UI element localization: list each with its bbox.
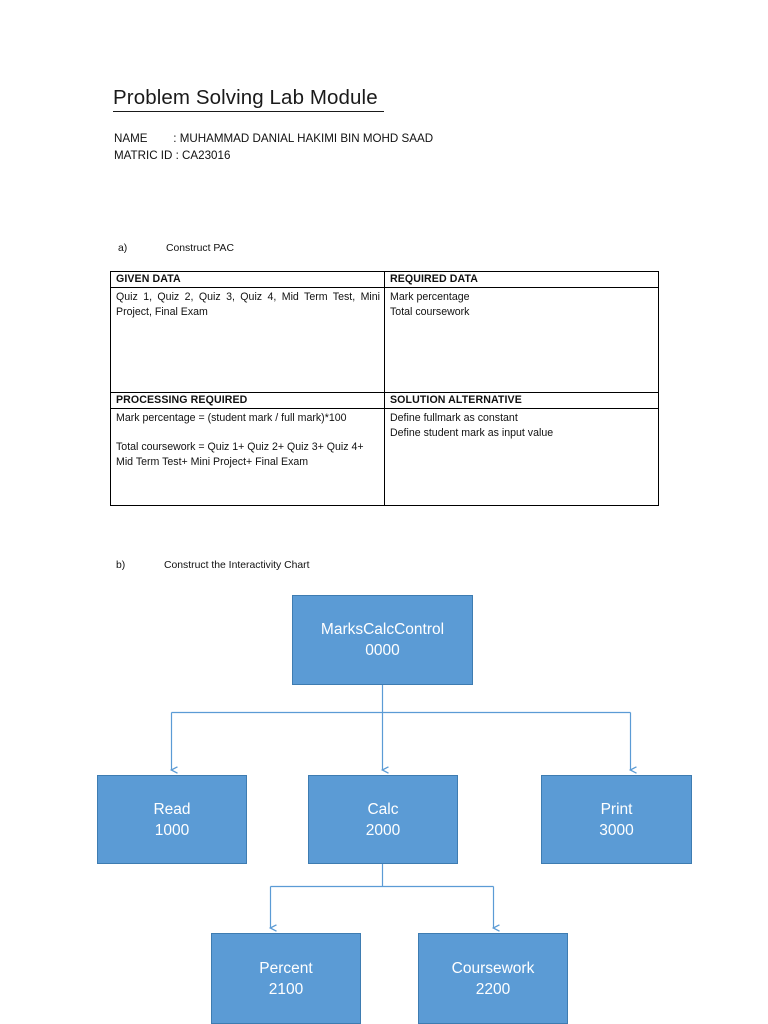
node-print-name: Print xyxy=(600,800,633,818)
processing-required-line-1: Mark percentage = (student mark / full m… xyxy=(116,412,347,424)
node-coursework[interactable]: Coursework 2200 xyxy=(418,933,568,1024)
given-data-body: Quiz 1, Quiz 2, Quiz 3, Quiz 4, Mid Term… xyxy=(116,291,380,318)
given-data-cell: Quiz 1, Quiz 2, Quiz 3, Quiz 4, Mid Term… xyxy=(110,287,385,393)
node-percent-name: Percent xyxy=(259,959,313,977)
node-percent[interactable]: Percent 2100 xyxy=(211,933,361,1024)
processing-required-header: PROCESSING REQUIRED xyxy=(110,392,385,409)
section-a-label: a) Construct PAC xyxy=(118,243,234,254)
page-title-text: Problem Solving Lab Module xyxy=(113,86,384,112)
section-b-label: b) Construct the Interactivity Chart xyxy=(116,560,310,571)
node-markscalccontrol-code: 0000 xyxy=(365,642,400,659)
solution-alternative-line-1: Define fullmark as constant xyxy=(390,412,518,424)
processing-required-line-2: Total coursework = Quiz 1+ Quiz 2+ Quiz … xyxy=(116,441,364,468)
solution-alternative-line-2: Define student mark as input value xyxy=(390,426,554,439)
solution-alternative-cell: Define fullmark as constant Define stude… xyxy=(384,408,659,506)
table-row: GIVEN DATA REQUIRED DATA xyxy=(110,271,659,288)
processing-required-cell: Mark percentage = (student mark / full m… xyxy=(110,408,385,506)
student-info-block: NAME : MUHAMMAD DANIAL HAKIMI BIN MOHD S… xyxy=(114,131,433,164)
node-coursework-name: Coursework xyxy=(451,959,535,977)
table-row: PROCESSING REQUIRED SOLUTION ALTERNATIVE xyxy=(110,392,659,409)
section-b-marker: b) xyxy=(116,560,126,571)
table-row: Mark percentage = (student mark / full m… xyxy=(110,408,659,506)
required-data-header: REQUIRED DATA xyxy=(384,271,659,288)
section-a-marker: a) xyxy=(118,243,128,254)
student-name-line: NAME : MUHAMMAD DANIAL HAKIMI BIN MOHD S… xyxy=(114,132,434,145)
node-markscalccontrol[interactable]: MarksCalcControl 0000 xyxy=(292,595,473,685)
node-calc-code: 2000 xyxy=(365,821,401,839)
node-print[interactable]: Print 3000 xyxy=(541,775,692,864)
node-percent-code: 2100 xyxy=(268,980,304,998)
pac-table: GIVEN DATA REQUIRED DATA Quiz 1, Quiz 2,… xyxy=(110,271,659,506)
required-data-line-2: Total coursework xyxy=(390,305,470,318)
node-calc[interactable]: Calc 2000 xyxy=(308,775,458,864)
given-data-header: GIVEN DATA xyxy=(110,271,385,288)
node-read-code: 1000 xyxy=(154,821,190,839)
node-calc-name: Calc xyxy=(367,800,399,818)
page-title: Problem Solving Lab Module xyxy=(113,86,384,112)
node-read-name: Read xyxy=(153,800,191,818)
section-b-text: Construct the Interactivity Chart xyxy=(164,560,310,571)
required-data-cell: Mark percentage Total coursework xyxy=(384,287,659,393)
student-matric-line: MATRIC ID : CA23016 xyxy=(114,148,231,162)
required-data-line-1: Mark percentage xyxy=(390,291,470,303)
table-row: Quiz 1, Quiz 2, Quiz 3, Quiz 4, Mid Term… xyxy=(110,287,659,393)
node-read[interactable]: Read 1000 xyxy=(97,775,247,864)
paragraph-spacer xyxy=(116,426,380,441)
section-a-text: Construct PAC xyxy=(166,243,234,254)
node-coursework-code: 2200 xyxy=(475,980,511,998)
node-markscalccontrol-name: MarksCalcControl xyxy=(320,621,445,638)
solution-alternative-header: SOLUTION ALTERNATIVE xyxy=(384,392,659,409)
node-print-code: 3000 xyxy=(599,821,634,839)
